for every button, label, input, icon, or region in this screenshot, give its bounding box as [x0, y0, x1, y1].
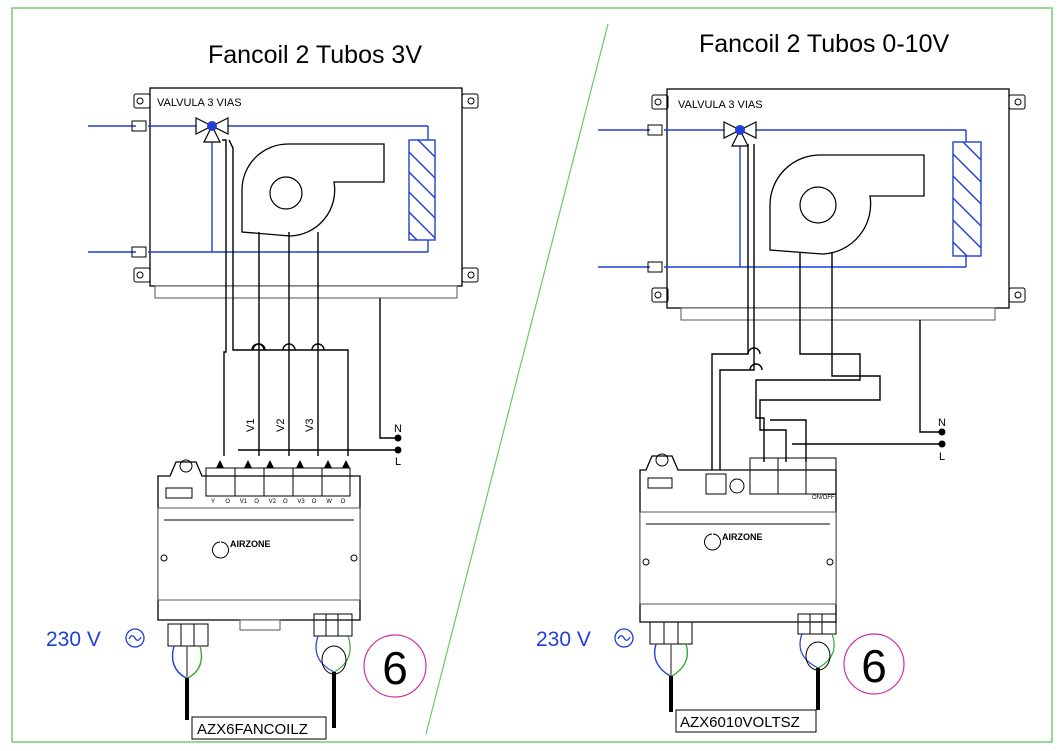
right-fan-blower-icon: [769, 154, 925, 255]
left-v3-label: V3: [304, 419, 316, 432]
left-bus-number: 6: [382, 642, 408, 694]
left-pipes: [88, 120, 429, 258]
left-model-box: [191, 716, 327, 740]
right-pipes: [598, 124, 967, 273]
right-controller: AIRZONE ON/OFF: [639, 453, 837, 645]
left-terminal-label: O: [312, 499, 317, 505]
left-fan-blower-icon: [241, 143, 385, 237]
left-voltage: 230 V: [46, 628, 101, 651]
right-valve-label: VALVULA 3 VIAS: [678, 99, 763, 111]
left-coil-icon: [408, 139, 436, 241]
left-mounting-tabs: [133, 93, 479, 283]
right-valve-icon: [723, 121, 757, 147]
right-ac-symbol-icon: [614, 628, 634, 648]
right-mounting-tabs: [651, 94, 1026, 303]
left-brand: AIRZONE: [230, 539, 271, 549]
left-bus-badge: 6: [363, 634, 427, 698]
right-bus-badge: 6: [843, 633, 905, 695]
right-voltage: 230 V: [536, 628, 591, 651]
left-ac-symbol-icon: [125, 628, 145, 648]
left-l-label: L: [395, 456, 401, 468]
left-terminal-label: O: [225, 499, 230, 505]
left-title: Fancoil 2 Tubos 3V: [208, 41, 422, 69]
right-bus-number: 6: [861, 640, 887, 692]
left-model: AZX6FANCOILZ: [197, 721, 308, 738]
right-l-label: L: [939, 451, 945, 463]
left-valve-icon: [195, 117, 229, 143]
left-terminal-label: O: [283, 499, 288, 505]
left-terminal-label: O: [254, 499, 259, 505]
left-controller: AIRZONE Y O V1 O V2 O V3 O W O: [157, 459, 361, 647]
right-model: AZX6010VOLTSZ: [680, 714, 800, 731]
left-valve-label: VALVULA 3 VIAS: [157, 97, 242, 109]
left-terminal-label: W: [326, 499, 332, 505]
left-diagram: Fancoil 2 Tubos 3V VALVULA 3 VIAS: [46, 41, 479, 740]
right-coil-icon: [952, 141, 982, 257]
divider-line: [425, 23, 609, 735]
right-model-box: [675, 709, 817, 733]
left-terminal-label: V3: [297, 499, 305, 505]
left-n-label: N: [394, 423, 402, 435]
outer-frame: [11, 7, 1053, 743]
left-terminal-label: V2: [269, 499, 277, 505]
right-diagram: Fancoil 2 Tubos 0-10V VALVULA 3 VIAS: [536, 30, 1026, 733]
left-terminal-label: V1: [240, 499, 248, 505]
right-wires: [711, 144, 946, 478]
right-cables: [653, 633, 835, 712]
right-brand: AIRZONE: [722, 532, 763, 542]
left-wires: [222, 139, 402, 456]
left-cables: [171, 635, 351, 728]
left-terminal-label: O: [341, 499, 346, 505]
left-terminal-labels: Y O V1 O V2 O V3 O W O: [211, 499, 346, 505]
right-fancoil-base: [680, 307, 996, 321]
left-terminal-label: Y: [211, 499, 215, 505]
right-terminal-on-off: ON/OFF: [812, 495, 835, 501]
left-v2-label: V2: [275, 419, 287, 432]
right-title: Fancoil 2 Tubos 0-10V: [699, 30, 949, 58]
right-n-label: N: [938, 417, 946, 429]
left-fancoil-base: [154, 285, 458, 299]
left-v1-label: V1: [245, 419, 257, 432]
